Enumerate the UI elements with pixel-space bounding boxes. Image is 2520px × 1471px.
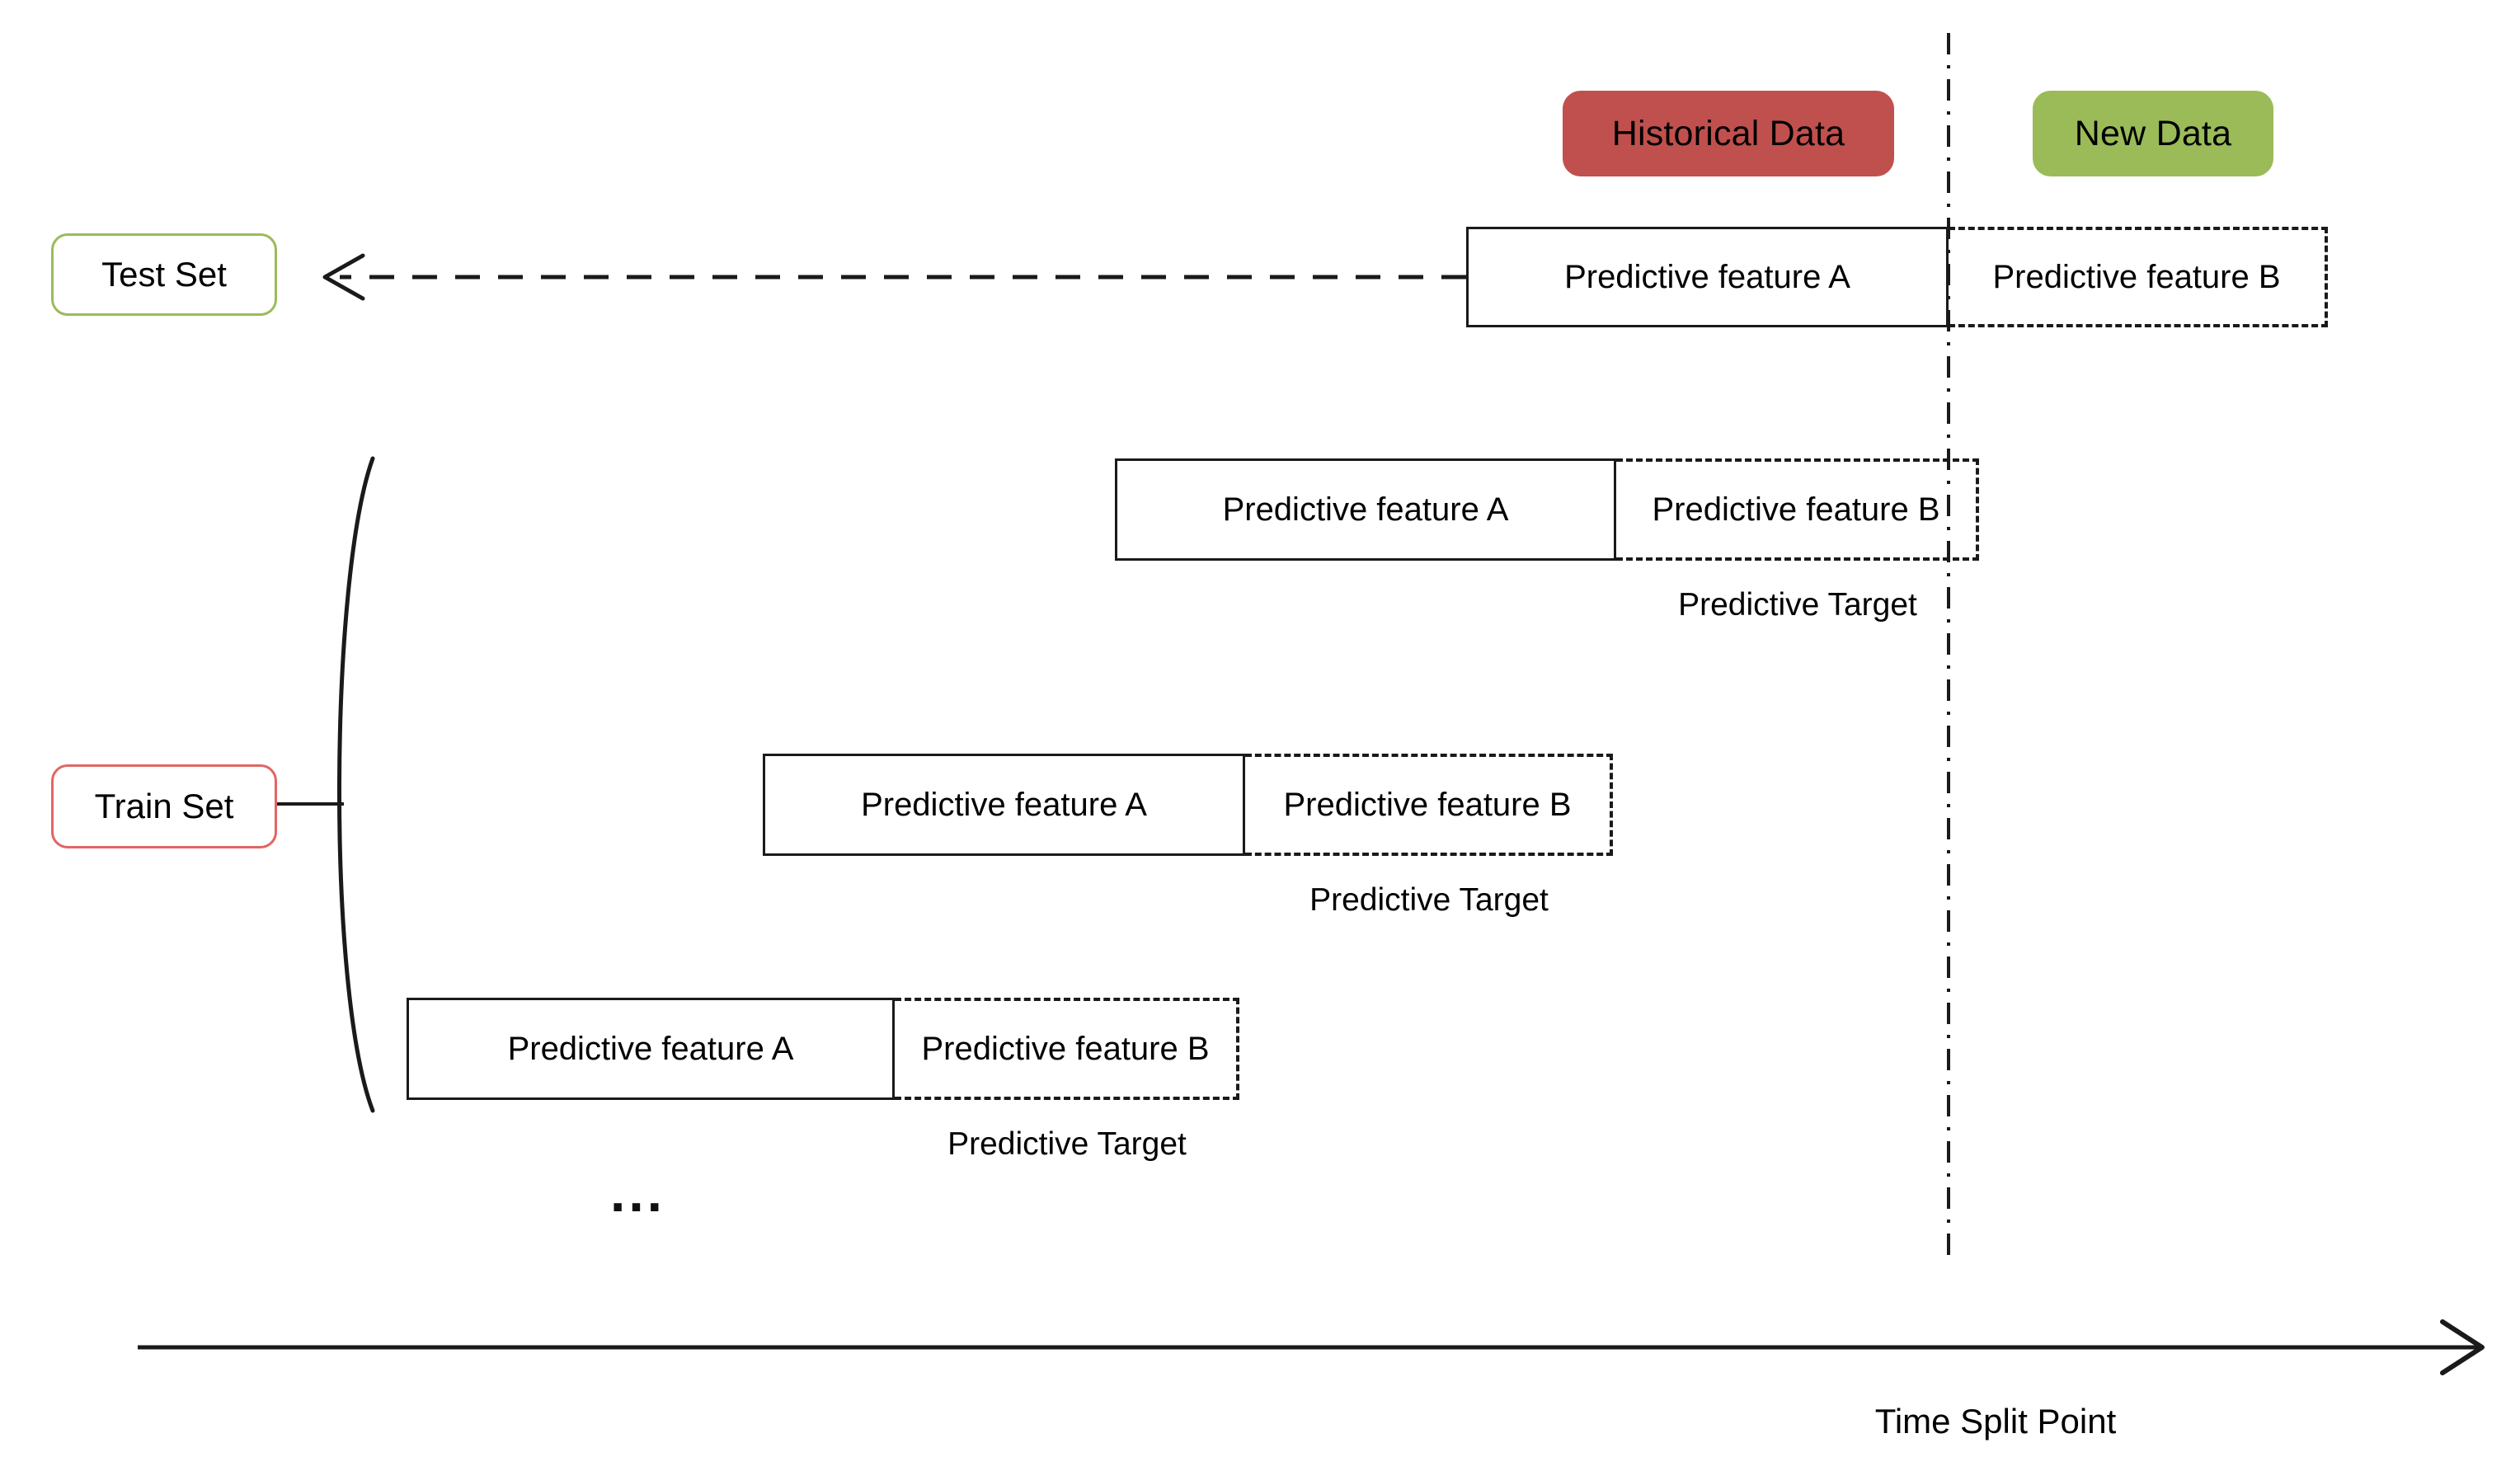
row-2-feature-b-box: Predictive feature B xyxy=(1616,458,1979,561)
row-4-feature-b-box: Predictive feature B xyxy=(895,998,1239,1100)
row-4-feature-a-label: Predictive feature A xyxy=(507,1030,794,1067)
row-4-feature-a-box: Predictive feature A xyxy=(407,998,895,1100)
row-1-feature-a-box: Predictive feature A xyxy=(1466,227,1949,327)
row-3-feature-b-box: Predictive feature B xyxy=(1245,754,1613,856)
row-2-feature-a-label: Predictive feature A xyxy=(1222,491,1509,528)
row-1-feature-b-label: Predictive feature B xyxy=(1992,258,2281,295)
row-2-predictive-target-label: Predictive Target xyxy=(1678,587,1917,623)
row-1-feature-a-label: Predictive feature A xyxy=(1564,258,1850,295)
row-3-feature-a-box: Predictive feature A xyxy=(763,754,1245,856)
train-set-label: Train Set xyxy=(51,764,277,848)
row-3-predictive-target-label: Predictive Target xyxy=(1309,882,1549,918)
row-2-feature-b-label: Predictive feature B xyxy=(1652,491,1940,528)
test-set-connector-arrow xyxy=(322,253,1466,301)
row-4-predictive-target-label: Predictive Target xyxy=(947,1126,1187,1162)
time-split-point-caption: Time Split Point xyxy=(1874,1402,2117,1440)
row-2-feature-a-box: Predictive feature A xyxy=(1115,458,1616,561)
row-4-feature-b-label: Predictive feature B xyxy=(921,1030,1210,1067)
test-set-label: Test Set xyxy=(51,233,277,316)
legend-badge-new-data: New Data xyxy=(2033,91,2273,176)
row-3-feature-a-label: Predictive feature A xyxy=(861,786,1147,823)
row-3-feature-b-label: Predictive feature B xyxy=(1283,786,1572,823)
row-1-feature-b-box: Predictive feature B xyxy=(1949,227,2328,327)
train-set-brace xyxy=(275,456,375,1113)
continuation-ellipsis: ... xyxy=(610,1162,666,1223)
time-axis-arrow xyxy=(138,1319,2485,1375)
legend-badge-historical-data: Historical Data xyxy=(1563,91,1894,176)
